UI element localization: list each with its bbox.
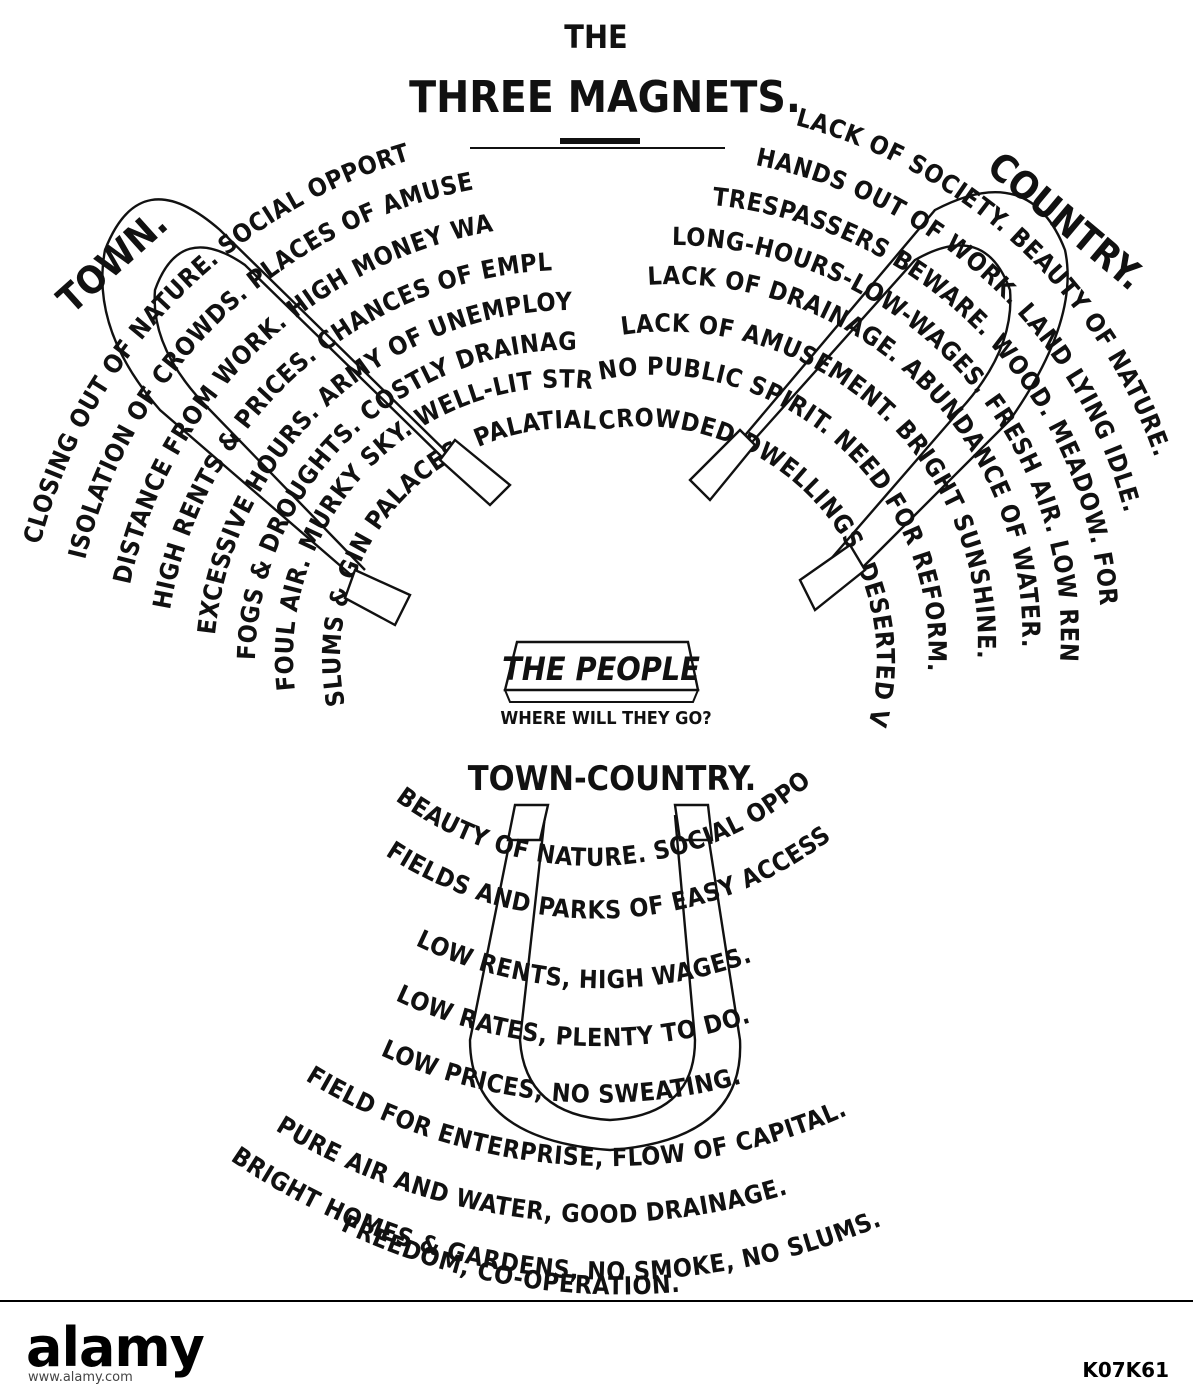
town-magnet-pole-lower [343, 568, 412, 627]
town-magnet-pole-upper [438, 438, 512, 507]
country-magnet-inner [744, 244, 1012, 561]
town-magnet-outer [101, 198, 471, 601]
town-country-magnet [468, 803, 742, 1152]
the-people-box [503, 640, 700, 692]
town-country-magnet-pole-right [673, 803, 714, 842]
town-country-line-text: FIELD FOR ENTERPRISE, FLOW OF CAPITAL. [302, 1060, 850, 1172]
country-magnet-pole-lower [798, 543, 867, 612]
town-country-magnet-pole-left [506, 803, 550, 842]
town-country-magnet-outer [468, 814, 742, 1152]
town-country-line-text: LOW RENTS, HIGH WAGES. [412, 924, 754, 994]
three-magnets-diagram: THE THREE MAGNETS. TOWN. COUNTRY. CLOSIN… [0, 0, 1176, 1300]
title-main: THREE MAGNETS. [409, 72, 801, 123]
title-underline-mark [560, 138, 640, 144]
the-people-block: THE PEOPLE WHERE WILL THEY GO? [500, 640, 712, 729]
town-country-label: TOWN-COUNTRY. [468, 759, 757, 799]
town-magnet [101, 198, 512, 627]
the-people-question: WHERE WILL THEY GO? [500, 708, 711, 729]
town-country-line: LOW RENTS, HIGH WAGES. [412, 924, 755, 994]
alamy-logo[interactable]: alamy [26, 1316, 205, 1379]
stock-footer-bar: alamy www.alamy.com K07K61 [0, 1300, 1193, 1392]
the-people-label: THE PEOPLE [502, 650, 700, 688]
country-magnet-outer [719, 190, 1069, 591]
footer-website[interactable]: www.alamy.com [28, 1370, 133, 1385]
country-magnet [688, 190, 1069, 612]
town-country-magnet-inner [518, 814, 697, 1122]
town-country-line: FIELD FOR ENTERPRISE, FLOW OF CAPITAL. [302, 1060, 851, 1172]
country-magnet-pole-upper [688, 428, 757, 502]
the-people-plinth [503, 689, 700, 703]
title-the: THE [564, 18, 627, 56]
town-magnet-inner [153, 246, 446, 571]
image-id-label: K07K61 [1082, 1358, 1169, 1382]
